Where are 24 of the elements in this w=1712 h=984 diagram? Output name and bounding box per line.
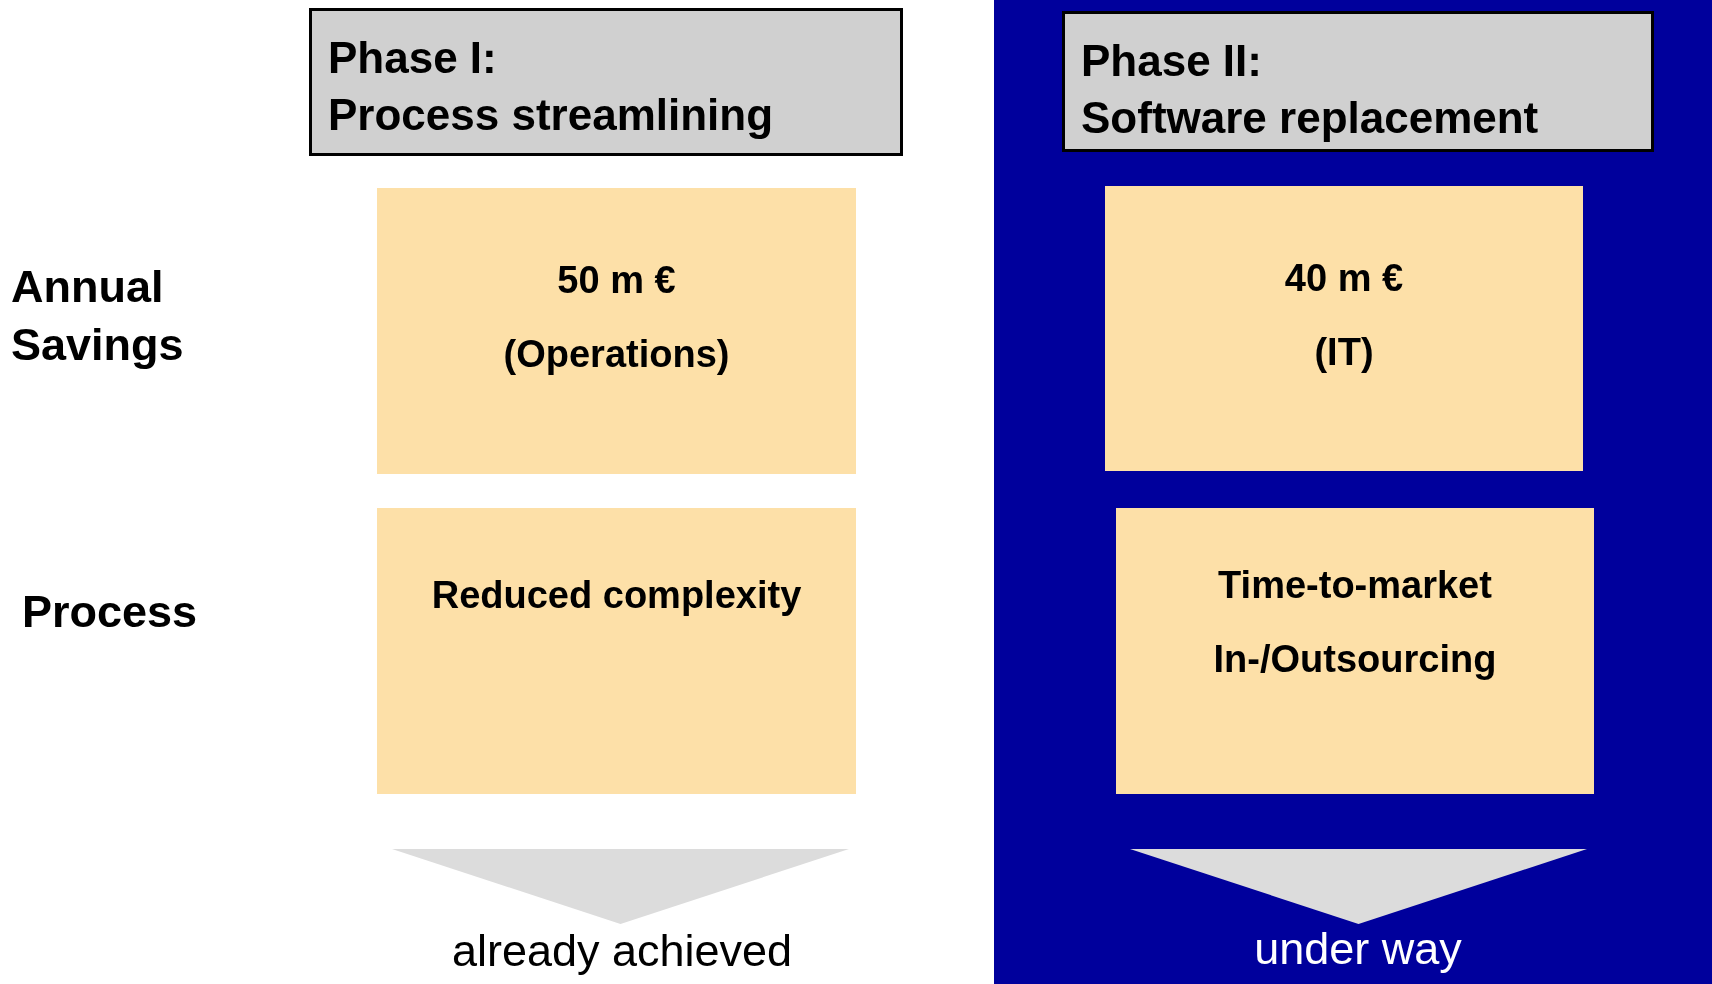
phase-panel: [994, 0, 1712, 984]
row-label: Process: [22, 585, 199, 639]
chevron-arrow: [392, 849, 849, 924]
header-text: Software replacement: [1081, 92, 1540, 144]
box-text: 40 m €: [1284, 256, 1404, 301]
savings-box: [1105, 186, 1583, 471]
row-label: Annual Savings: [11, 260, 185, 372]
chevron-arrow: [1130, 849, 1587, 924]
process-box: [377, 508, 856, 794]
box-text: 50 m €: [557, 258, 676, 303]
phase-header: [309, 8, 903, 156]
status-caption: under way: [1253, 923, 1463, 975]
box-text: (IT): [1314, 330, 1374, 375]
box-text: Time-to-market: [1218, 563, 1492, 608]
box-text: Reduced complexity: [431, 573, 802, 618]
header-text: Phase II:: [1081, 35, 1263, 87]
status-caption: already achieved: [450, 925, 794, 977]
phase-header: [1062, 11, 1654, 152]
box-text: (Operations): [503, 332, 730, 377]
savings-box: [377, 188, 856, 474]
box-text: In-/Outsourcing: [1213, 637, 1497, 682]
header-text: Process streamlining: [328, 89, 775, 141]
process-box: [1116, 508, 1594, 794]
header-text: Phase I:: [328, 32, 498, 84]
